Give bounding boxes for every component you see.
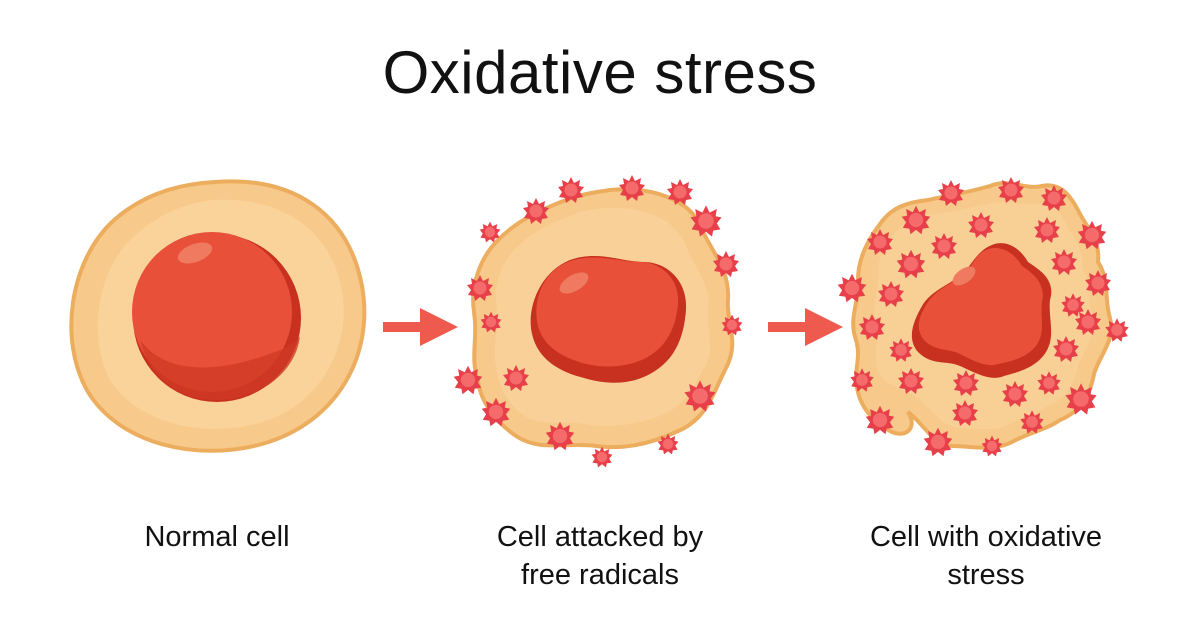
arrow-2 bbox=[768, 308, 843, 346]
caption-normal-cell-text: Normal cell bbox=[144, 521, 290, 553]
caption-stressed-line-1: Cell with oxidative bbox=[869, 521, 1103, 553]
normal-cell bbox=[69, 179, 367, 453]
caption-attacked-line-1: Cell attacked by bbox=[496, 521, 704, 553]
caption-normal-cell: Normal cell bbox=[57, 518, 377, 556]
arrow-1 bbox=[383, 308, 458, 346]
diagram-title: Oxidative stress bbox=[382, 39, 818, 106]
caption-attacked-cell: Cell attacked by free radicals bbox=[440, 518, 760, 594]
attacked-cell bbox=[471, 187, 735, 450]
caption-stressed-cell: Cell with oxidative stress bbox=[826, 518, 1146, 594]
caption-stressed-line-2: stress bbox=[947, 559, 1025, 591]
caption-attacked-line-2: free radicals bbox=[521, 559, 679, 591]
